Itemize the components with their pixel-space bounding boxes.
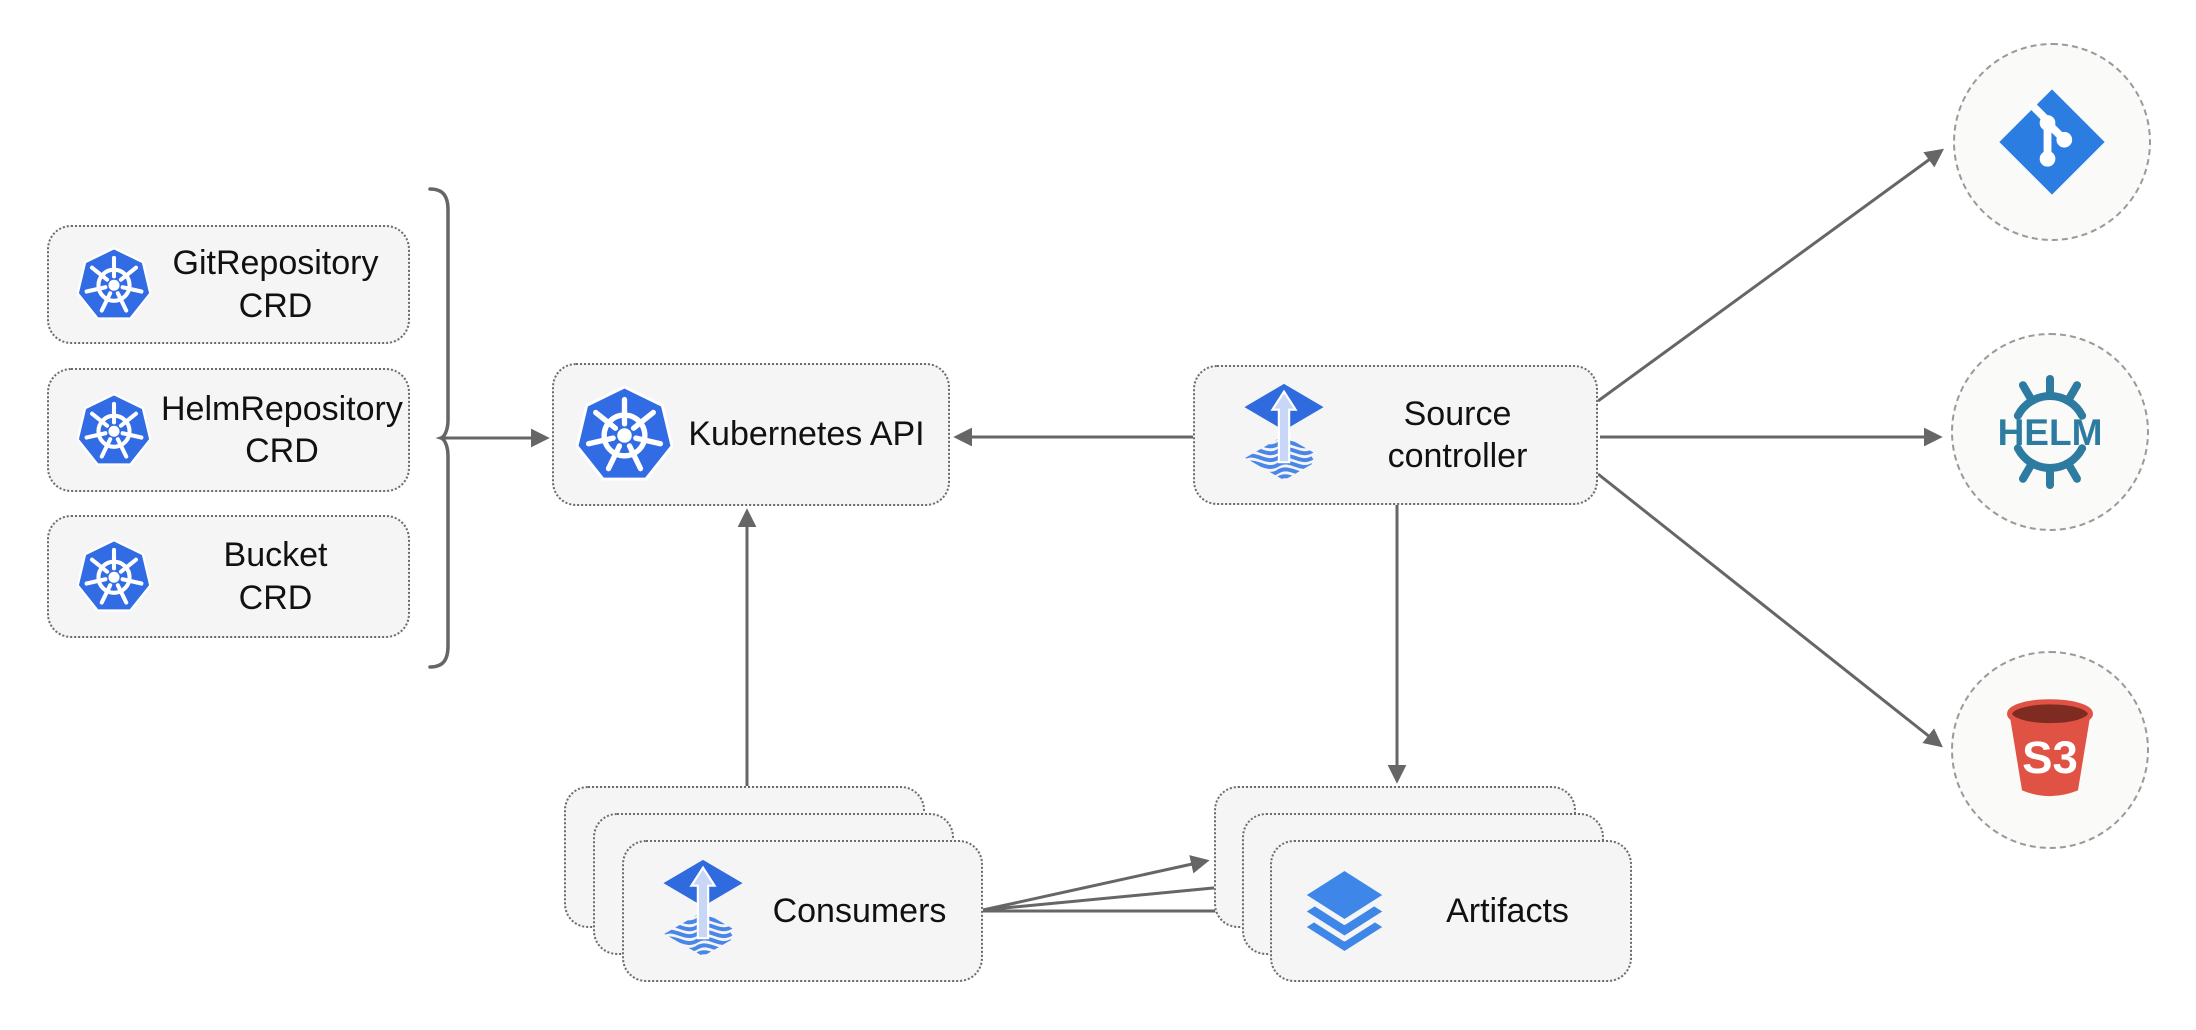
node-s3-source: S3 [1951,651,2149,849]
node-git-source [1953,43,2151,241]
flux-icon [660,855,746,968]
node-label: Kubernetes API [688,415,925,454]
node-consumers: Consumers [622,840,983,982]
kubernetes-icon [77,392,151,469]
node-bucket-crd: Bucket CRD [47,515,410,638]
node-helmrepository-crd: HelmRepository CRD [47,368,410,492]
node-gitrepository-crd: GitRepository CRD [47,225,410,344]
s3-wordmark: S3 [2022,732,2078,783]
node-label: Source controller [1387,394,1528,475]
s3-bucket-icon: S3 [2007,699,2093,797]
edge-sourcecontroller-to-git [1597,148,1945,403]
helm-wordmark: HELM [1998,412,2103,453]
kubernetes-icon [77,246,151,323]
node-label: HelmRepository CRD [161,389,403,470]
edge-consumers-to-artifacts-middle [982,878,1238,912]
node-source-controller: Source controller [1193,365,1598,505]
crd-group-bracket [428,187,450,669]
edge-sourcecontroller-to-s3 [1597,472,1943,748]
edge-consumers-to-artifacts-back [982,855,1210,912]
node-label: Artifacts [1446,891,1569,930]
git-icon [1999,89,2105,195]
node-label: GitRepository CRD [172,244,379,325]
kubernetes-icon [576,384,673,485]
node-artifacts: Artifacts [1270,840,1632,982]
node-label: Bucket CRD [223,536,328,617]
node-label: Consumers [772,891,947,930]
helm-icon: HELM [1998,375,2103,489]
layers-icon [1296,863,1393,960]
kubernetes-icon [77,538,151,615]
node-kubernetes-api: Kubernetes API [552,363,950,506]
flux-icon [1241,379,1327,492]
node-helm-source: HELM [1951,333,2149,531]
